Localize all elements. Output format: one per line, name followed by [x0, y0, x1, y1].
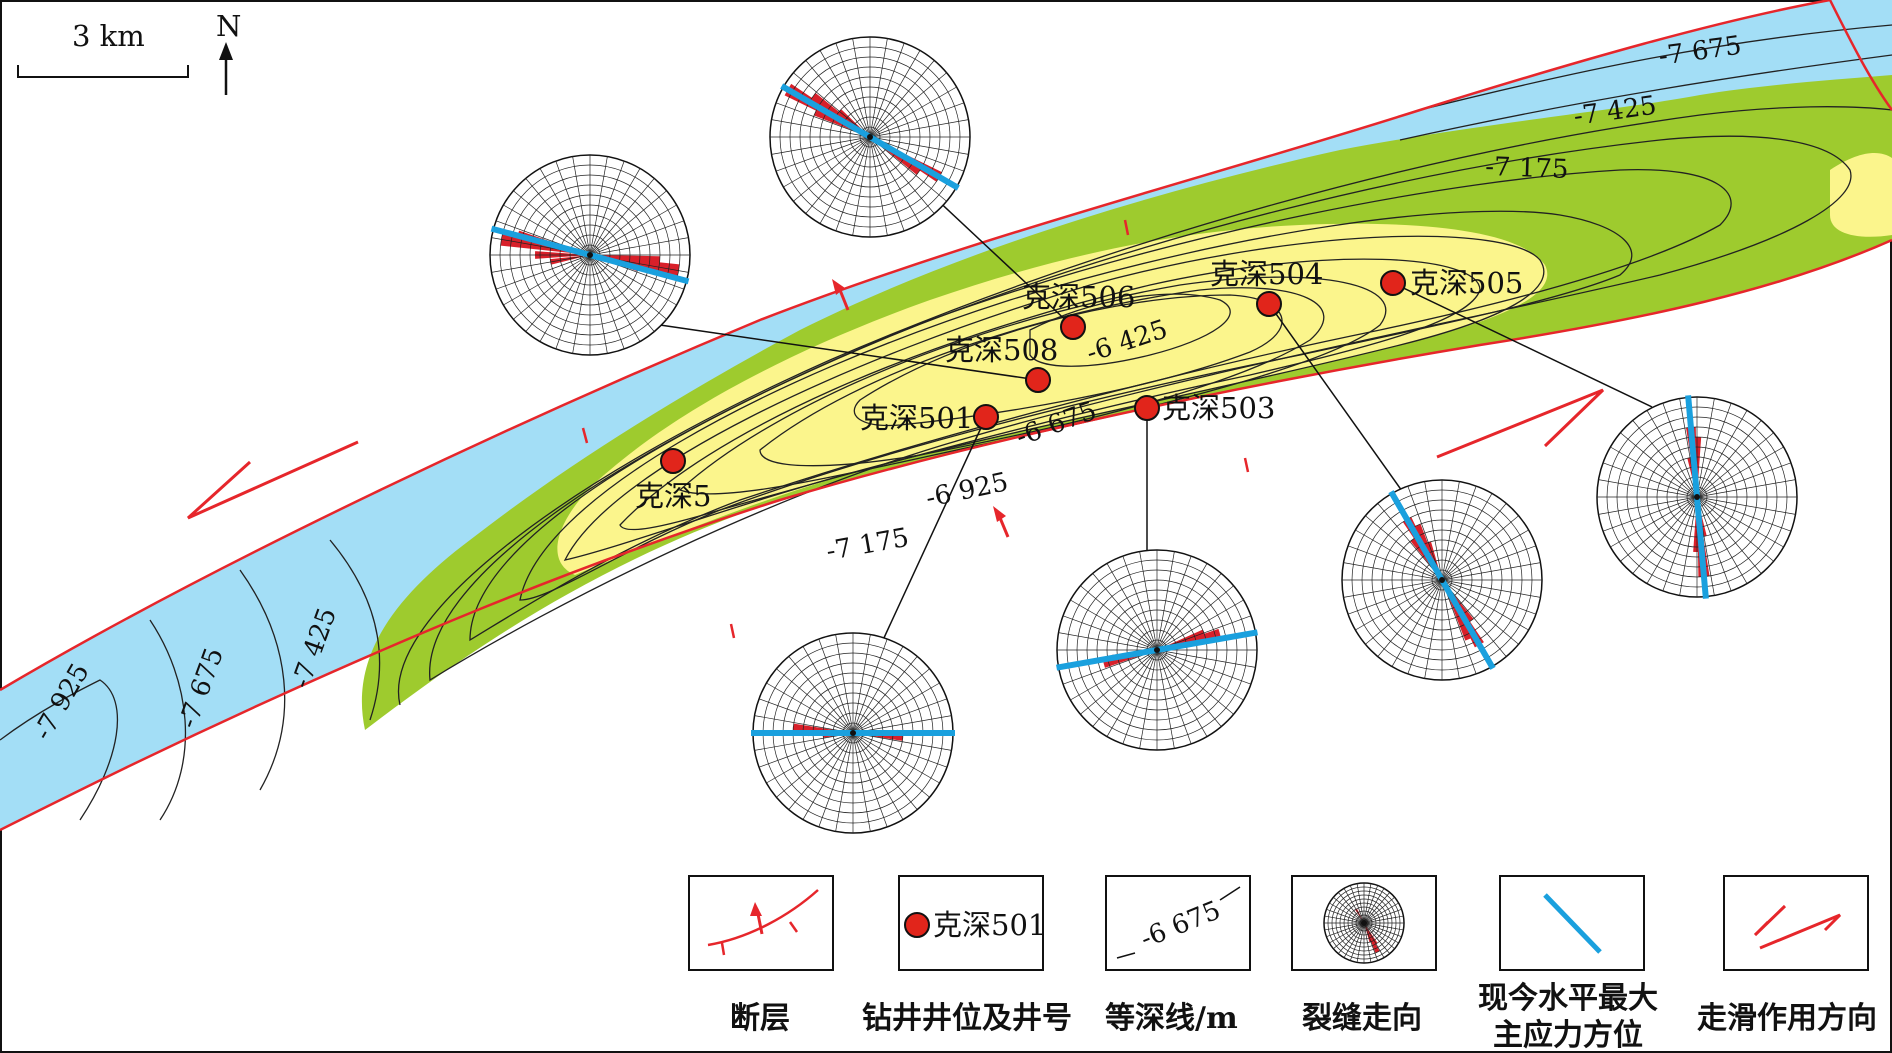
legend-stress: 现今水平最大 主应力方位	[1478, 875, 1658, 1053]
rose-diagram	[1056, 549, 1258, 751]
fault-belt	[0, 0, 1892, 832]
contour-lines	[0, 24, 1892, 821]
well-label: 克深508	[945, 333, 1058, 367]
north-arrow: N	[216, 9, 241, 95]
rose-diagram	[1596, 395, 1798, 599]
well-label: 克深505	[1410, 266, 1523, 300]
well-w508[interactable]: 克深508	[945, 333, 1058, 393]
rose-diagrams	[489, 36, 1798, 834]
well-w504[interactable]: 克深504	[1210, 257, 1323, 317]
scale-bar-label: 3 km	[72, 19, 145, 53]
yellow-zone-east	[1830, 153, 1892, 237]
contour-label: -7 175	[1485, 152, 1569, 185]
well-w503[interactable]: 克深503	[1134, 391, 1275, 425]
fault-arrow-north	[832, 279, 850, 311]
rose-diagram	[1341, 479, 1543, 681]
rose-diagram	[751, 632, 955, 834]
legend-stress-caption-1: 现今水平最大	[1478, 981, 1658, 1016]
legend-fault-caption: 断层	[730, 1001, 790, 1036]
scale-bar: 3 km	[17, 19, 189, 78]
well-group: 克深506 克深508 克深501 克深503 克深504 克深505 克深5	[635, 257, 1523, 513]
legend: 断层 克深501 钻井井位及井号 -6 675 等深线/m 裂缝走向 现今水平最…	[688, 875, 1877, 1053]
legend-fault: 断层	[688, 875, 834, 1036]
leader-lines	[659, 136, 1653, 641]
well-label: 克深503	[1162, 391, 1275, 425]
rose-diagram	[769, 36, 971, 238]
well-w5[interactable]: 克深5	[635, 448, 711, 513]
rose-diagram	[1323, 882, 1405, 964]
well-label: 克深5	[635, 479, 711, 513]
legend-fracture-caption: 裂缝走向	[1302, 1001, 1422, 1036]
legend-contour: -6 675 等深线/m	[1105, 875, 1251, 1036]
legend-rose	[1323, 882, 1405, 964]
legend-well-caption: 钻井井位及井号	[862, 1001, 1072, 1036]
fault-lines	[0, 0, 1892, 832]
well-w501[interactable]: 克深501	[860, 401, 999, 435]
fault-arrow-south	[993, 506, 1010, 538]
south-fault	[0, 238, 1892, 832]
well-label: 克深501	[860, 401, 973, 435]
legend-strike-slip-caption: 走滑作用方向	[1697, 1001, 1877, 1036]
legend-well: 克深501 钻井井位及井号	[862, 875, 1072, 1036]
legend-contour-caption: 等深线/m	[1105, 1001, 1238, 1036]
legend-well-sample: 克深501	[933, 908, 1046, 942]
strike-slip-arrow-east	[1436, 388, 1605, 459]
east-boundary	[1828, 0, 1892, 111]
legend-stress-caption-2: 主应力方位	[1493, 1018, 1643, 1053]
strike-slip-arrow-west	[186, 440, 359, 520]
rose-diagram	[489, 154, 691, 356]
yellow-zone	[557, 223, 1548, 575]
well-w506[interactable]: 克深506	[1022, 280, 1135, 340]
well-label: 克深504	[1210, 257, 1323, 291]
well-label: 克深506	[1022, 280, 1135, 314]
well-w505[interactable]: 克深505	[1380, 266, 1523, 300]
north-arrow-label: N	[216, 9, 241, 43]
north-fault	[0, 0, 1831, 692]
legend-fracture: 裂缝走向	[1291, 875, 1437, 1036]
legend-strike-slip: 走滑作用方向	[1697, 875, 1877, 1036]
